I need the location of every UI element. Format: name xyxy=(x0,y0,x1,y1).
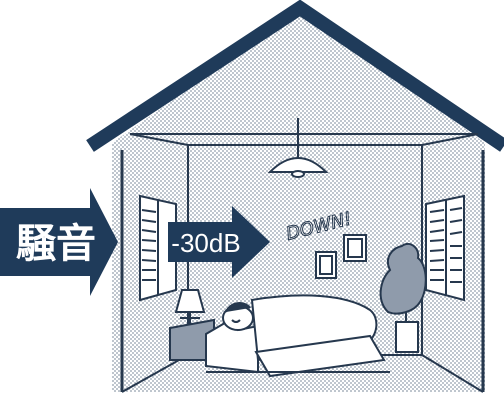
noise-label: 騒音 xyxy=(16,222,96,266)
reduction-label: -30dB xyxy=(171,228,240,258)
noise-arrow-icon: 騒音 xyxy=(0,188,118,296)
window-shutter-icon xyxy=(426,196,464,300)
bed-icon xyxy=(206,295,390,376)
